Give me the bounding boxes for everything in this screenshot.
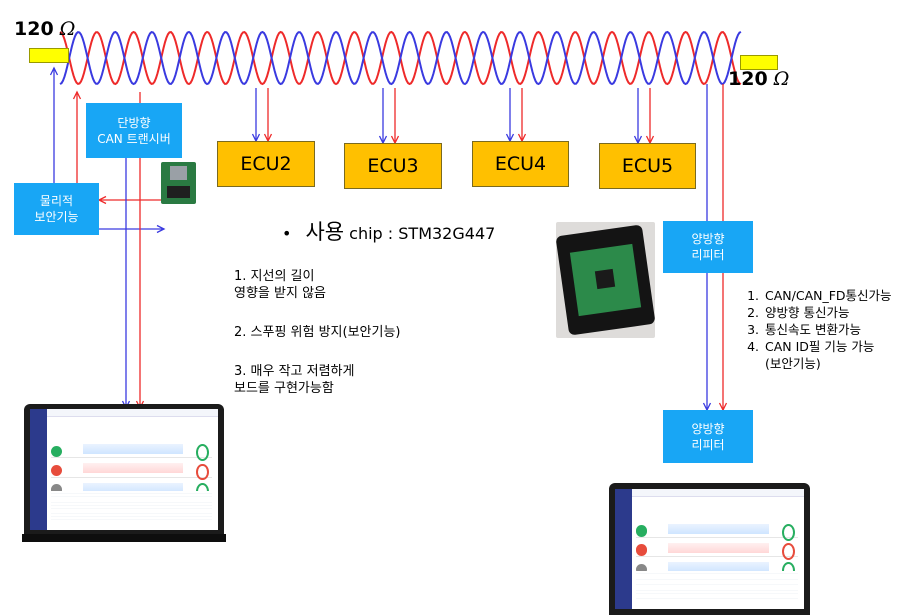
terminator-resistor-left: [29, 48, 69, 63]
ecu-box-3: ECU3: [344, 143, 442, 189]
terminator-value-right: 120: [728, 68, 768, 90]
repeater-box-top: 양방향 리피터: [663, 221, 753, 273]
bullet: •: [282, 224, 292, 243]
feature-note-2: 2. 스푸핑 위험 방지(보안기능): [234, 325, 401, 340]
chip-prefix: 사용: [305, 220, 345, 244]
repeater-feature-4: CAN ID필 기능 가능 (보안기능): [763, 338, 924, 372]
can-bus-wire-low: [59, 30, 742, 86]
repeater-feature-3: 통신속도 변환가능: [763, 321, 924, 338]
wire-arrowhead-17: [49, 66, 59, 76]
terminator-resistor-right: [740, 55, 778, 70]
laptop-base-left: [22, 534, 226, 542]
ecu-box-2: ECU2: [217, 141, 315, 187]
monitoring-dashboard-left: [30, 409, 218, 530]
ecu-box-4: ECU4: [472, 141, 569, 187]
feature-note-3: 3. 매우 작고 저렴하게 보드를 구현가능함: [234, 364, 355, 396]
repeater-feature-2: 양방향 통신가능: [763, 304, 924, 321]
laptop-monitor-left: [22, 404, 226, 542]
repeater-feature-1: CAN/CAN_FD통신가능: [763, 287, 924, 304]
ecu-box-5: ECU5: [599, 143, 696, 189]
can-transceiver-box: 단방향 CAN 트랜시버: [86, 103, 182, 158]
terminator-value-left: 120: [14, 18, 54, 40]
ohm-symbol-right: Ω: [773, 68, 790, 90]
chip-info: • 사용 chip : STM32G447: [282, 216, 495, 246]
physical-security-box: 물리적 보안기능: [14, 183, 99, 235]
transceiver-board-photo: [161, 162, 196, 204]
laptop-monitor-right: [609, 483, 810, 615]
wire-arrowhead-21: [97, 195, 107, 205]
chip-text: chip : STM32G447: [344, 224, 496, 243]
feature-note-1: 1. 지선의 길이 영향을 받지 않음: [234, 269, 326, 301]
wire-arrowhead-19: [72, 90, 82, 100]
monitoring-dashboard-right: [615, 489, 804, 609]
repeater-box-bottom: 양방향 리피터: [663, 410, 753, 463]
wire-arrowhead-23: [156, 224, 166, 234]
repeater-feature-list: CAN/CAN_FD통신가능 양방향 통신가능 통신속도 변환가능 CAN ID…: [739, 287, 924, 372]
ohm-symbol-left: Ω: [59, 18, 76, 40]
repeater-board-photo: [555, 222, 656, 338]
